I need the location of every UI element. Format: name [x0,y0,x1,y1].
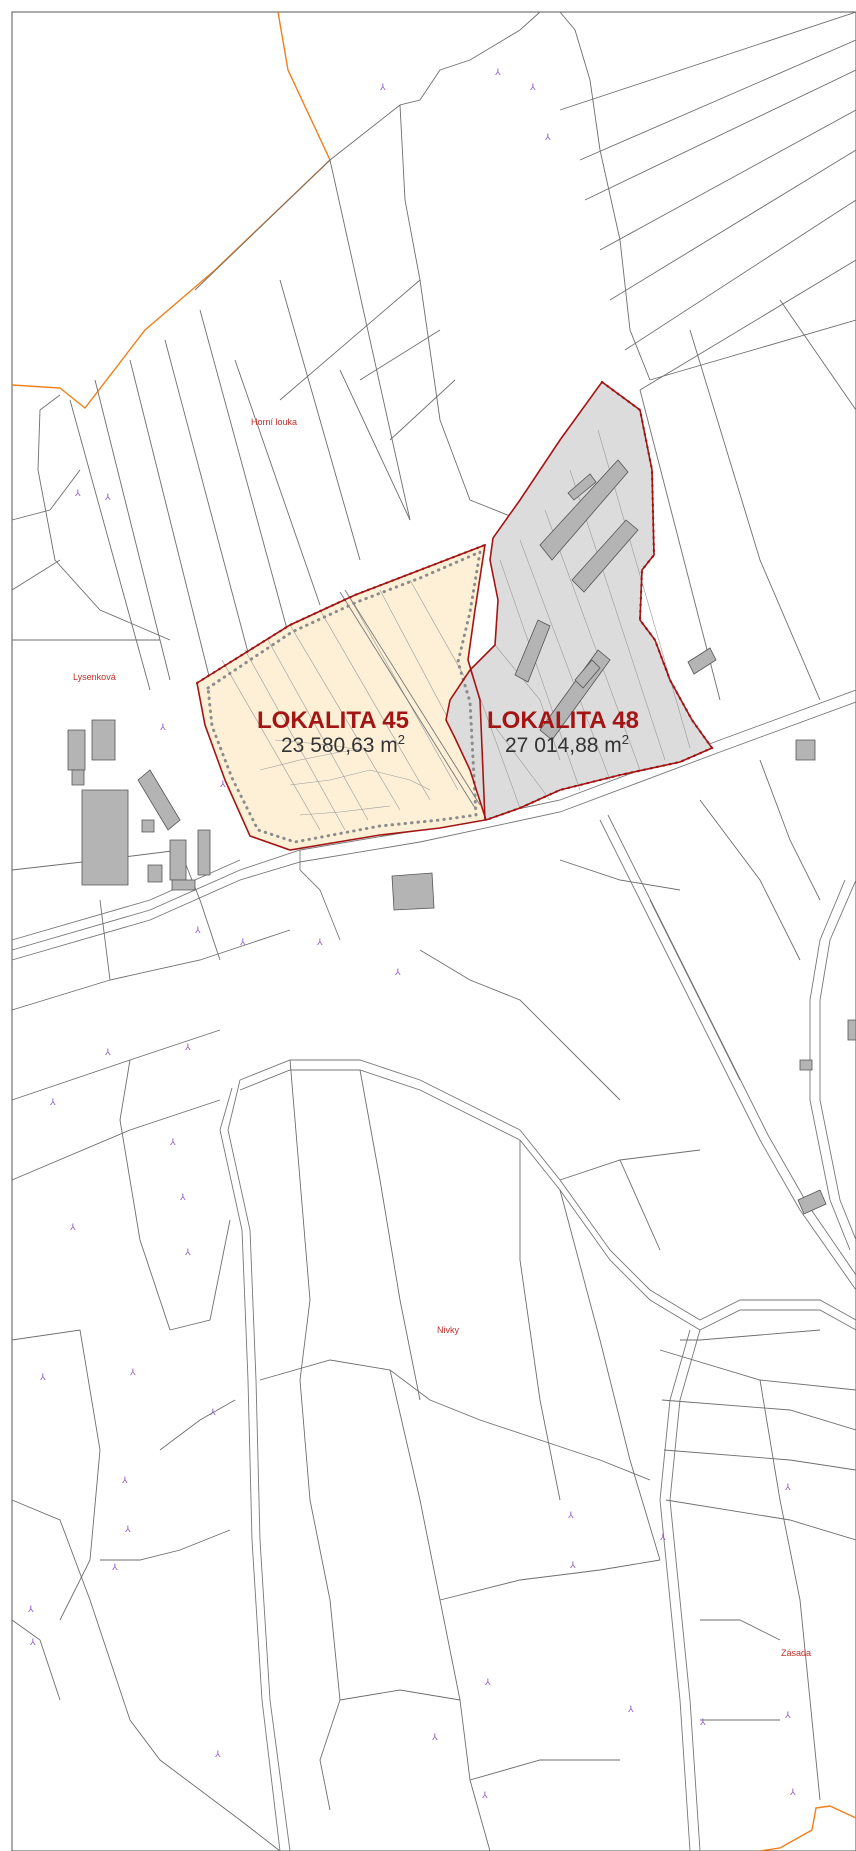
tree-symbol: ⅄ [627,1705,634,1715]
building [137,769,181,831]
tree-symbol: ⅄ [179,1193,186,1203]
tree-symbol: ⅄ [431,1733,438,1743]
place-name-nivky: Nivky [437,1325,459,1335]
tree-symbol: ⅄ [104,493,111,503]
tree-symbol: ⅄ [529,83,536,93]
tree-symbol: ⅄ [784,1711,791,1721]
tree-symbol: ⅄ [214,1750,221,1760]
building [91,719,116,761]
tree-symbol: ⅄ [699,1718,706,1728]
tree-symbol: ⅄ [27,1605,34,1615]
tree-symbol: ⅄ [544,133,551,143]
tree-symbol: ⅄ [129,1368,136,1378]
building [169,839,187,881]
locality-48-fill [446,382,712,820]
buildings [67,459,856,1215]
parcel-lines-lower [11,759,856,1851]
tree-symbol: ⅄ [159,723,166,733]
building [197,829,211,876]
building [687,647,717,675]
locality-45-title: LOKALITA 45 [257,707,409,734]
place-names: Horní louka Lysenková Nivky Zásada [73,417,811,1658]
locality-48-area-exponent: 2 [622,732,629,747]
locality-labels: LOKALITA 45 23 580,63 m2 LOKALITA 48 27 … [257,707,639,757]
tree-symbol: ⅄ [379,83,386,93]
building [71,769,85,786]
tree-symbol: ⅄ [219,780,226,790]
tree-symbol: ⅄ [784,1483,791,1493]
tree-symbol: ⅄ [169,1138,176,1148]
locality-45-area-exponent: 2 [398,732,405,747]
tree-symbol: ⅄ [494,68,501,78]
tree-symbol: ⅄ [74,489,81,499]
tree-symbol: ⅄ [29,1638,36,1648]
tree-symbol: ⅄ [39,1373,46,1383]
locality-45-area [197,545,485,850]
locality-48-area-value: 27 014,88 m2 [505,732,629,757]
tree-symbol: ⅄ [569,1561,576,1571]
locality-45-fill [197,545,485,850]
building [571,519,639,593]
building [81,789,129,886]
place-name-zasada: Zásada [781,1648,811,1658]
locality-45-area-number: 23 580,63 m [281,734,398,757]
building [795,739,816,761]
tree-symbol: ⅄ [394,968,401,978]
tree-symbol: ⅄ [104,1048,111,1058]
place-name-horni-louka: Horní louka [251,417,297,427]
tree-symbol: ⅄ [124,1525,131,1535]
tree-symbol: ⅄ [184,1043,191,1053]
tree-symbol: ⅄ [49,1098,56,1108]
tree-symbol: ⅄ [481,1791,488,1801]
building [567,473,597,501]
tree-symbol: ⅄ [239,938,246,948]
tree-symbol: ⅄ [194,926,201,936]
tree-symbol: ⅄ [316,938,323,948]
tree-symbol: ⅄ [69,1223,76,1233]
parcel-lines [11,11,856,701]
building [171,879,196,891]
place-name-lysenkova: Lysenková [73,672,116,682]
tree-symbol: ⅄ [184,1248,191,1258]
map-frame [11,11,856,1851]
building [539,459,629,561]
tree-symbol: ⅄ [484,1678,491,1688]
tree-symbol: ⅄ [567,1511,574,1521]
building [141,819,155,833]
building [799,1059,813,1071]
building [514,619,551,683]
tree-symbols: ⅄ ⅄ ⅄ ⅄ ⅄ ⅄ ⅄ ⅄ ⅄ ⅄ ⅄ ⅄ ⅄ ⅄ ⅄ ⅄ ⅄ ⅄ ⅄ ⅄ … [27,68,796,1801]
building [797,1189,827,1215]
building [67,729,86,771]
locality-48-area-number: 27 014,88 m [505,734,622,757]
building [147,864,163,883]
tree-symbol: ⅄ [209,1408,216,1418]
tree-symbol: ⅄ [121,1476,128,1486]
tree-symbol: ⅄ [111,1563,118,1573]
locality-48-title: LOKALITA 48 [487,707,639,734]
tree-symbol: ⅄ [789,1788,796,1798]
building [391,872,435,911]
cadastral-boundary [11,11,856,1851]
building [847,1019,856,1041]
building [574,659,601,689]
locality-45-area-value: 23 580,63 m2 [281,732,405,757]
locality-outlines [195,380,714,851]
tree-symbol: ⅄ [659,1533,666,1543]
